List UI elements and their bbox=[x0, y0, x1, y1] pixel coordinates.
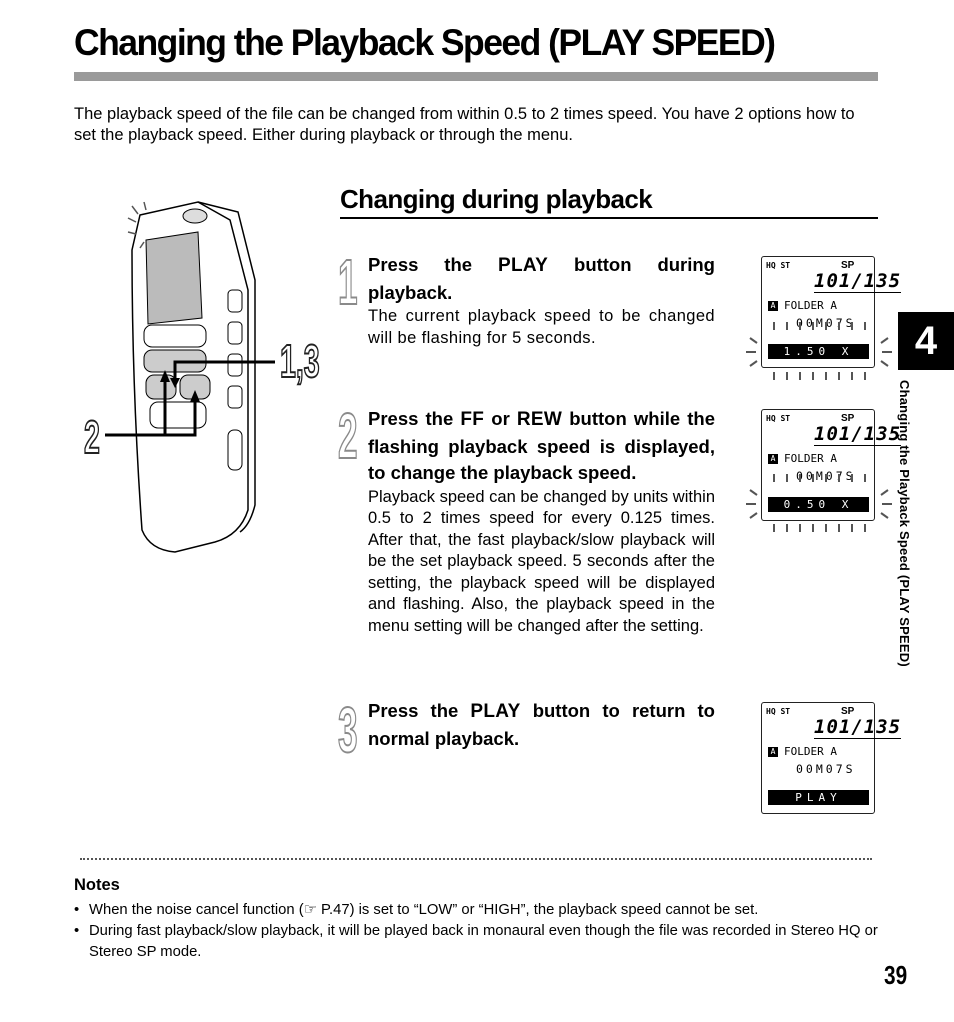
note-item: During fast playback/slow playback, it w… bbox=[74, 921, 884, 963]
record-mode: SP bbox=[841, 706, 855, 717]
step-number-2: 2 bbox=[337, 400, 358, 472]
file-counter: 101/135 bbox=[814, 270, 902, 293]
folder-icon: A bbox=[768, 454, 778, 464]
speed-bar: 1.50 X bbox=[768, 344, 869, 359]
callout-step-2: 2 bbox=[83, 411, 100, 463]
step-1-title: Press the PLAY button during playback. bbox=[368, 254, 715, 303]
step-number-3: 3 bbox=[337, 694, 358, 766]
notes-divider bbox=[80, 858, 872, 860]
folder-icon: A bbox=[768, 301, 778, 311]
chapter-tab: 4 bbox=[898, 312, 954, 370]
elapsed-time: 00M07S bbox=[796, 762, 856, 776]
section-heading: Changing during playback bbox=[340, 184, 653, 214]
record-mode: SP bbox=[841, 260, 855, 271]
flash-marks-1 bbox=[746, 322, 892, 380]
folder-icon: A bbox=[768, 747, 778, 757]
speed-bar: 0.50 X bbox=[768, 497, 869, 512]
step-2: Press the FF or REW button while the fla… bbox=[368, 406, 715, 637]
notes-heading: Notes bbox=[74, 876, 120, 894]
battery-hq-stereo-icons: HQ ST bbox=[766, 414, 791, 423]
notes-list: When the noise cancel function (☞ P.47) … bbox=[74, 900, 884, 963]
step-1-body: The current playback speed to be changed… bbox=[368, 307, 715, 347]
record-mode: SP bbox=[841, 413, 855, 424]
note-item: When the noise cancel function (☞ P.47) … bbox=[74, 900, 884, 921]
step-2-body: Playback speed can be changed by units w… bbox=[368, 487, 715, 635]
play-key-label: PLAY bbox=[497, 255, 549, 276]
section-underline bbox=[340, 217, 878, 219]
callout-step-1-3: 1,3 bbox=[279, 335, 320, 387]
battery-hq-stereo-icons: HQ ST bbox=[766, 707, 791, 716]
step-2-title: Press the FF or REW button while the fla… bbox=[368, 408, 715, 483]
step-number-1: 1 bbox=[337, 246, 358, 318]
file-counter: 101/135 bbox=[814, 423, 902, 446]
title-underline bbox=[74, 72, 878, 81]
play-bar: PLAY bbox=[768, 790, 869, 805]
battery-hq-stereo-icons: HQ ST bbox=[766, 261, 791, 270]
voice-recorder-drawing bbox=[105, 201, 275, 553]
play-key-label: PLAY bbox=[470, 701, 521, 722]
page-title: Changing the Playback Speed (PLAY SPEED) bbox=[74, 22, 776, 63]
page-number: 39 bbox=[884, 960, 908, 990]
file-counter: 101/135 bbox=[814, 716, 902, 739]
step-3-title: Press the PLAY button to return to norma… bbox=[368, 700, 715, 749]
step-3: Press the PLAY button to return to norma… bbox=[368, 698, 715, 752]
intro-paragraph: The playback speed of the file can be ch… bbox=[74, 105, 855, 144]
side-running-title: Changing the Playback Speed (PLAY SPEED) bbox=[897, 380, 912, 667]
rew-key-label: REW bbox=[516, 409, 563, 430]
step-1: Press the PLAY button during playback. T… bbox=[368, 252, 715, 349]
ff-key-label: FF bbox=[460, 409, 485, 430]
flash-marks-2 bbox=[746, 474, 892, 532]
recorder-illustration bbox=[80, 190, 330, 590]
